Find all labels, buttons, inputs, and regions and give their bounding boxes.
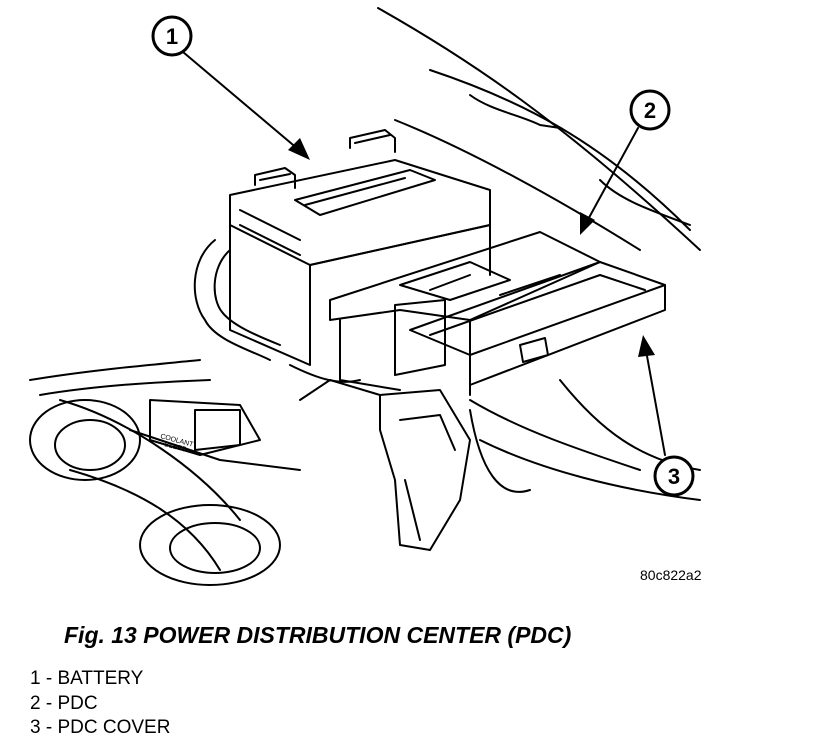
callout-2: 2 xyxy=(629,89,671,131)
pdc-cover xyxy=(394,261,666,386)
engine-pulleys xyxy=(29,399,301,586)
figure-caption: Fig. 13 POWER DISTRIBUTION CENTER (PDC) xyxy=(64,622,572,648)
callout-1: 1 xyxy=(151,15,193,57)
leader-arrows xyxy=(182,51,666,456)
legend-item-pdc-cover: 3 - PDC COVER xyxy=(30,717,171,738)
callout-3: 3 xyxy=(653,455,695,497)
pdc-housing xyxy=(329,231,601,396)
arrow-head-3 xyxy=(638,335,655,357)
hood-outline xyxy=(377,7,701,501)
callout-number-3: 3 xyxy=(668,464,680,489)
callout-number-2: 2 xyxy=(644,98,656,123)
legend-item-battery: 1 - BATTERY xyxy=(30,668,144,689)
arrow-head-2 xyxy=(580,212,595,235)
mounting-bracket xyxy=(299,379,471,551)
pdc-illustration: COOLANT BLEED 1 2 3 80c822a2 xyxy=(29,7,702,586)
callout-number-1: 1 xyxy=(166,24,178,49)
reference-code: 80c822a2 xyxy=(640,567,702,583)
battery xyxy=(229,129,491,366)
arrow-head-1 xyxy=(288,138,310,160)
callout-legend: 1 - BATTERY 2 - PDC 3 - PDC COVER xyxy=(30,667,170,741)
legend-item-pdc: 2 - PDC xyxy=(30,692,98,714)
